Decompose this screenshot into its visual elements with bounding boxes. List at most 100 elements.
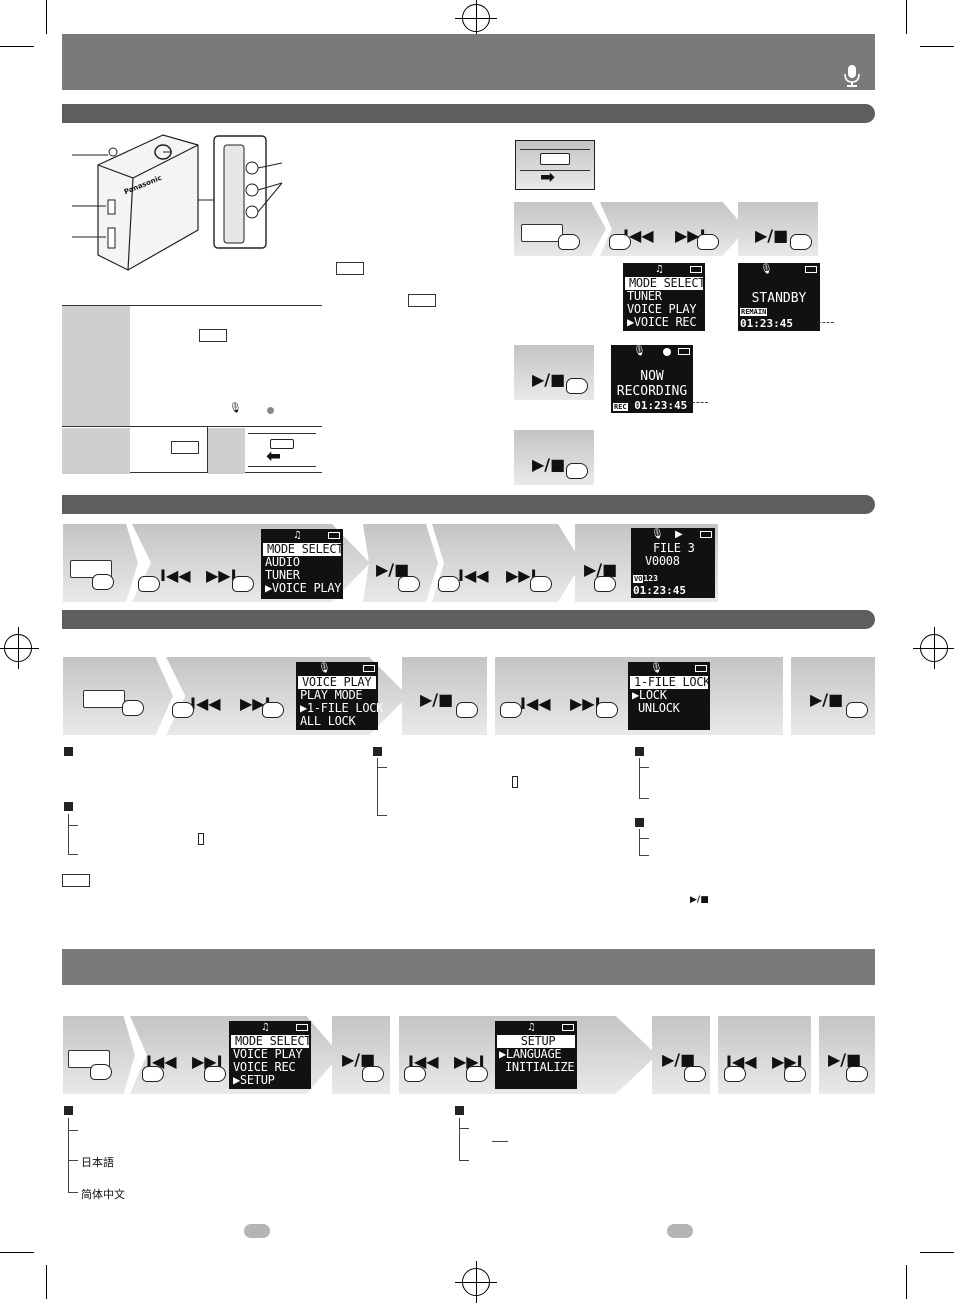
- play-stop-icon[interactable]: ▶/■: [662, 1050, 696, 1069]
- section-band-language: [62, 949, 875, 985]
- pressing-hand-icon: [362, 1066, 384, 1082]
- pressing-hand-icon: [684, 1066, 706, 1082]
- info-table: 🎙 ⬅: [62, 305, 322, 474]
- play-stop-icon[interactable]: ▶/■: [342, 1050, 376, 1069]
- registration-target: [0, 627, 39, 669]
- lcd-mode-select-rec: ♫ MODE SELECT TUNER VOICE PLAY ▶VOICE RE…: [623, 263, 705, 331]
- note-marker: [635, 747, 644, 756]
- page-number-pill: [244, 1224, 270, 1238]
- note-marker: [64, 802, 73, 811]
- crop-mark: [920, 46, 954, 47]
- section-bar-playback: [62, 495, 875, 514]
- button-label-box: [171, 441, 199, 454]
- skip-back-icon[interactable]: I◀◀: [160, 566, 191, 585]
- crop-mark: [46, 0, 47, 34]
- language-option-chinese[interactable]: 简体中文: [81, 1188, 125, 1201]
- registration-target: [455, 1261, 497, 1303]
- pressing-hand-icon: [790, 234, 812, 250]
- skip-back-icon[interactable]: I◀◀: [190, 694, 221, 713]
- mode-button[interactable]: [70, 560, 112, 578]
- step-play-stop: [332, 1016, 390, 1094]
- lock-icon: [198, 833, 204, 845]
- crop-mark: [906, 0, 907, 34]
- device-illustration: [72, 134, 214, 271]
- button-label-box: [408, 294, 436, 307]
- microphone-icon: [844, 65, 860, 87]
- play-stop-icon[interactable]: ▶/■: [376, 560, 410, 579]
- device-side-closeup: [213, 135, 283, 249]
- section-bar-recording: [62, 104, 875, 123]
- lcd-voice-play-menu: 🎙 VOICE PLAY PLAY MODE ▶1-FILE LOCK ALL …: [296, 662, 383, 730]
- lcd-setup: ♫ SETUP ▶LANGUAGE INITIALIZE: [495, 1021, 577, 1089]
- play-stop-icon[interactable]: ▶/■: [532, 455, 566, 474]
- pressing-hand-icon: [724, 1066, 746, 1082]
- skip-forward-icon[interactable]: ▶▶I: [506, 566, 537, 585]
- registration-target: [913, 627, 954, 669]
- crop-mark: [0, 1252, 34, 1253]
- note-marker: [455, 1106, 464, 1115]
- pressing-hand-icon: [90, 1064, 112, 1080]
- note-marker: [64, 1106, 73, 1115]
- lcd-mode-select-play: ♫ MODE SELECT AUDIO TUNER ▶VOICE PLAY: [261, 529, 343, 599]
- pressing-hand-icon: [596, 702, 618, 718]
- lock-icon: [512, 776, 518, 788]
- pressing-hand-icon: [846, 702, 868, 718]
- pressing-hand-icon: [204, 1066, 226, 1082]
- pressing-hand-icon: [558, 234, 580, 250]
- lcd-file-lock: 🎙 1-FILE LOCK ▶LOCK UNLOCK: [628, 662, 710, 730]
- step-slide-switch: ➡: [515, 140, 595, 190]
- record-dot-icon: [267, 407, 274, 414]
- table-cell-header: [208, 428, 245, 474]
- pressing-hand-icon: [122, 700, 144, 716]
- play-stop-icon: ▶/■: [690, 895, 709, 905]
- arrow-left-icon: ⬅: [266, 446, 282, 467]
- mic-icon: 🎙: [229, 403, 242, 414]
- mode-button[interactable]: [83, 690, 125, 708]
- language-option-japanese[interactable]: 日本語: [81, 1156, 114, 1169]
- pressing-hand-icon: [142, 1066, 164, 1082]
- mode-button[interactable]: [521, 224, 563, 242]
- page-header: [62, 34, 875, 90]
- pressing-hand-icon: [138, 576, 160, 592]
- lcd-mode-select-setup: ♫ MODE SELECT VOICE PLAY VOICE REC ▶SETU…: [229, 1021, 311, 1089]
- lcd-now-recording: 🎙 NOW RECORDING REC 01:23:45: [611, 345, 693, 413]
- pressing-hand-icon: [456, 702, 478, 718]
- switch-illustration: ⬅: [248, 433, 316, 467]
- play-stop-icon[interactable]: ▶/■: [584, 560, 618, 579]
- crop-mark: [906, 1265, 907, 1299]
- note-marker: [64, 747, 73, 756]
- skip-back-icon[interactable]: I◀◀: [458, 566, 489, 585]
- arrow-right-icon: ➡: [540, 167, 556, 188]
- note-marker: [635, 818, 644, 827]
- pressing-hand-icon: [172, 702, 194, 718]
- note-marker: [373, 747, 382, 756]
- table-cell-header: [62, 428, 130, 474]
- crop-mark: [920, 1252, 954, 1253]
- pressing-hand-icon: [530, 576, 552, 592]
- pressing-hand-icon: [500, 702, 522, 718]
- button-label-box: [199, 329, 227, 342]
- pressing-hand-icon: [438, 576, 460, 592]
- pressing-hand-icon: [232, 576, 254, 592]
- mode-button[interactable]: [68, 1050, 110, 1068]
- play-stop-icon[interactable]: ▶/■: [755, 226, 789, 245]
- skip-back-icon[interactable]: I◀◀: [520, 694, 551, 713]
- skip-forward-icon[interactable]: ▶▶I: [206, 566, 237, 585]
- crop-mark: [0, 46, 34, 47]
- play-stop-icon[interactable]: ▶/■: [420, 690, 454, 709]
- lcd-standby: 🎙 STANDBY REMAIN 01:23:45: [738, 263, 820, 331]
- table-cell-header: [62, 306, 130, 426]
- pressing-hand-icon: [566, 463, 588, 479]
- note-label-box: [336, 262, 364, 275]
- skip-forward-icon[interactable]: ▶▶I: [570, 694, 601, 713]
- registration-target: [455, 0, 497, 39]
- play-stop-icon[interactable]: ▶/■: [810, 690, 844, 709]
- pressing-hand-icon: [784, 1066, 806, 1082]
- page-number-pill: [667, 1224, 693, 1238]
- pressing-hand-icon: [404, 1066, 426, 1082]
- step-play-stop: [402, 657, 487, 735]
- play-stop-icon[interactable]: ▶/■: [828, 1050, 862, 1069]
- pressing-hand-icon: [846, 1066, 868, 1082]
- play-stop-icon[interactable]: ▶/■: [532, 370, 566, 389]
- lcd-file-info: 🎙▶ FILE 3 V0008 VO123 01:23:45: [631, 528, 715, 598]
